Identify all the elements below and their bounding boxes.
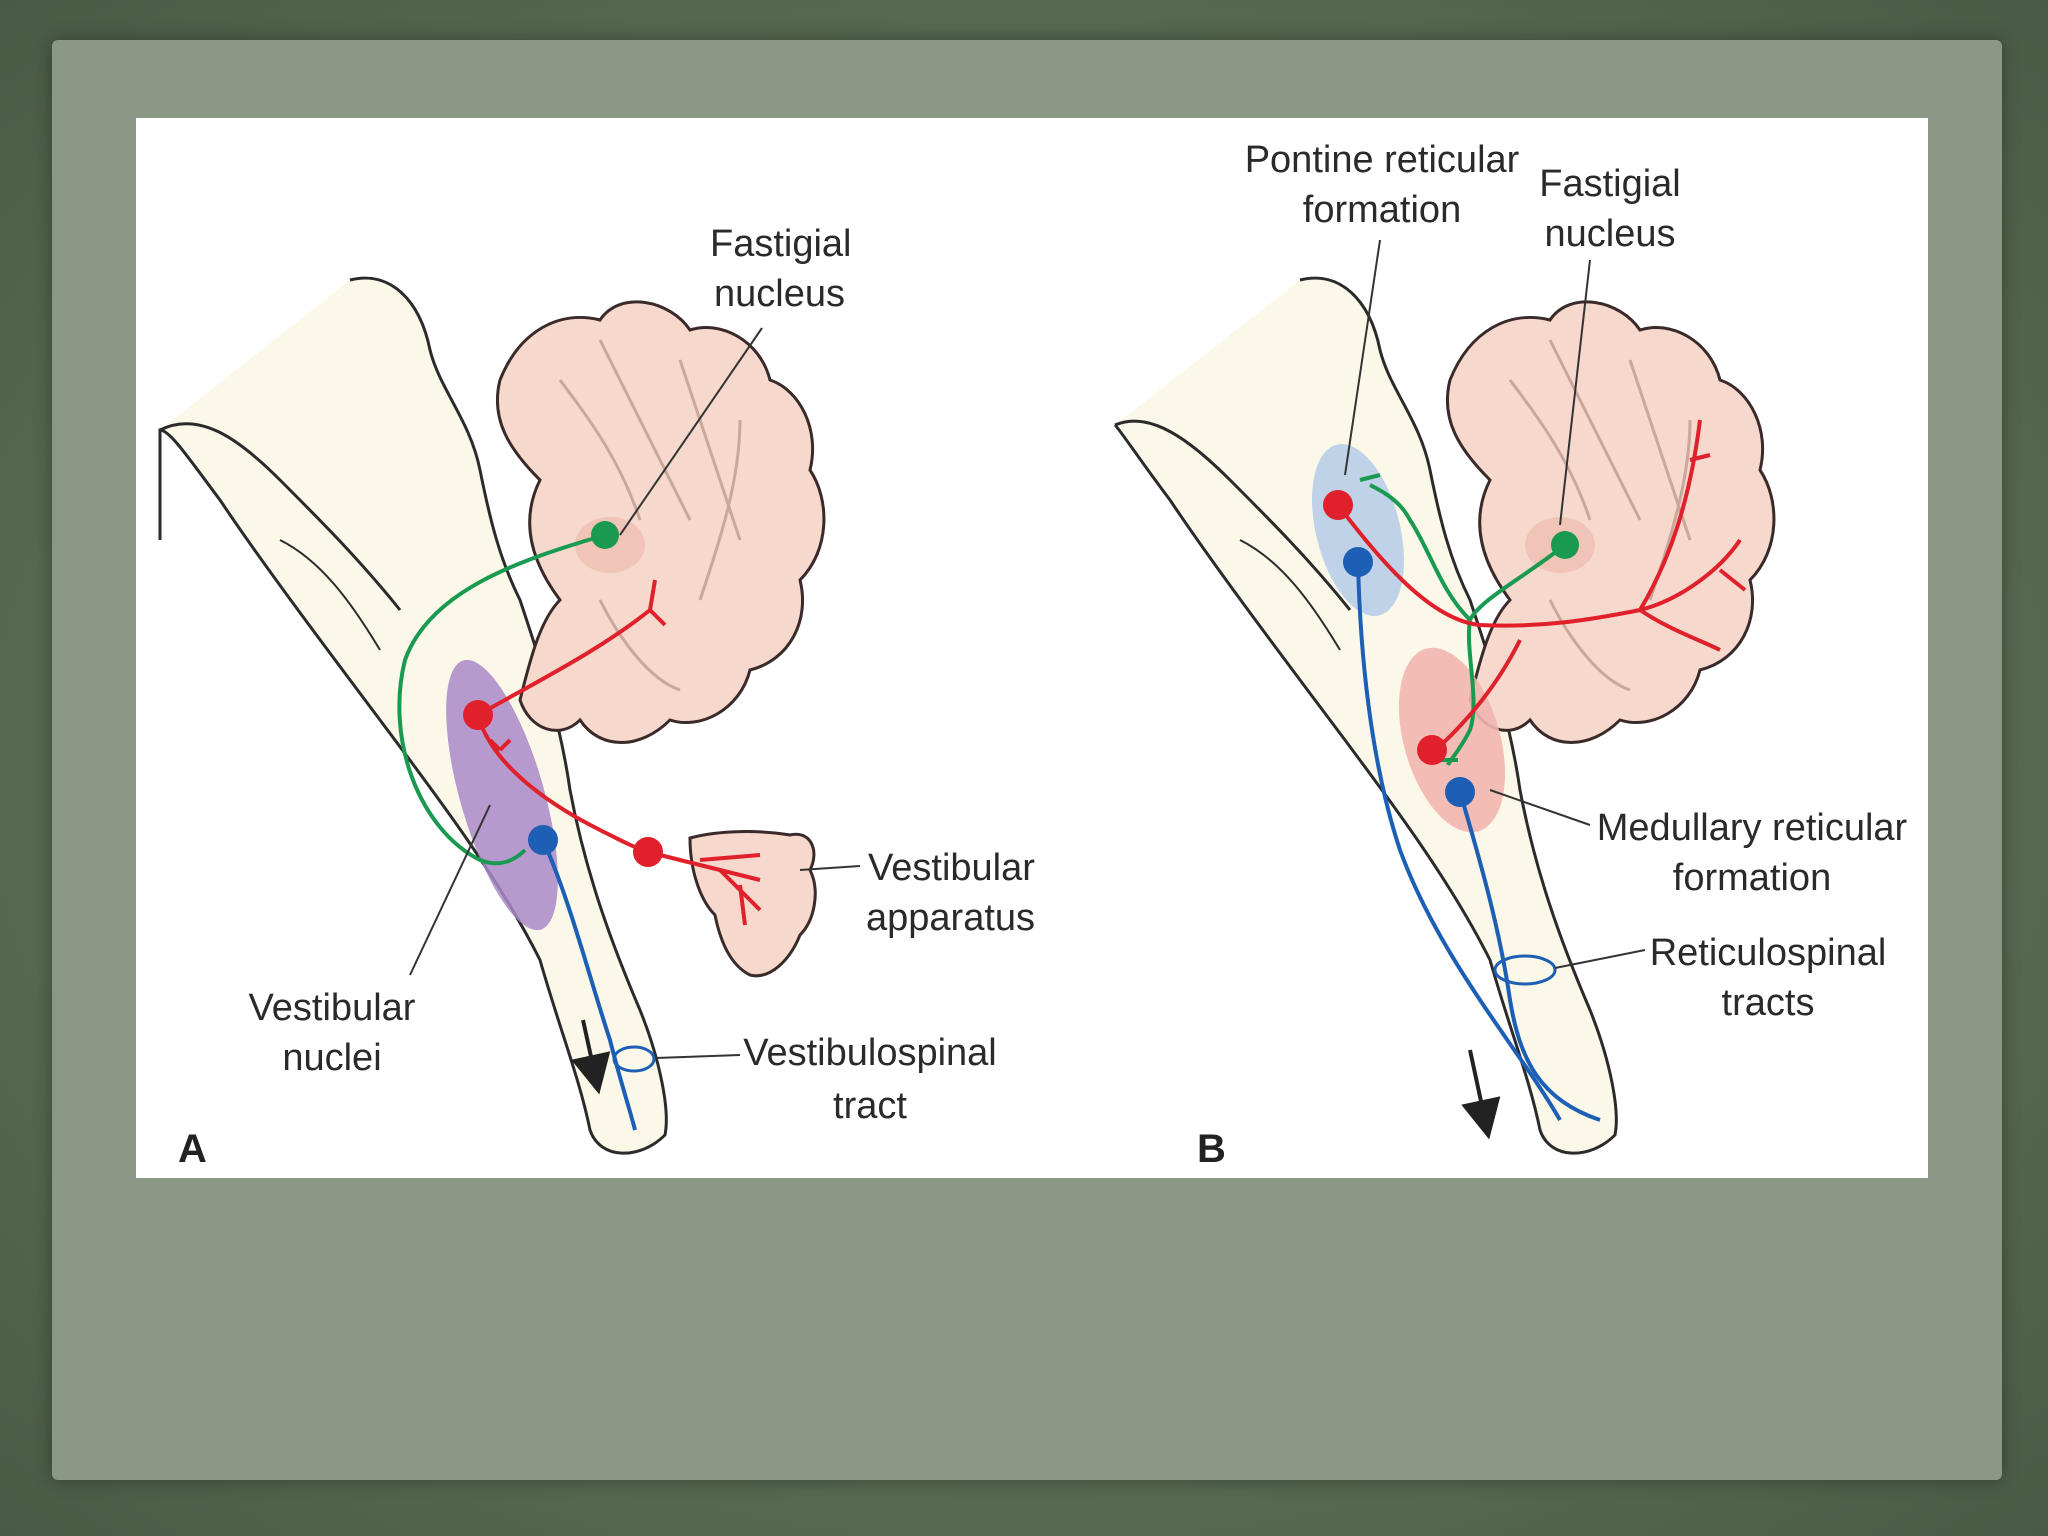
label-fastigial-b-2: nucleus bbox=[1545, 213, 1676, 255]
blue-neuron-b2 bbox=[1445, 777, 1475, 807]
blue-neuron-b1 bbox=[1343, 547, 1373, 577]
green-neuron-a bbox=[591, 521, 619, 549]
label-reticulospinal-2: tracts bbox=[1722, 982, 1815, 1024]
label-medullary-1: Medullary reticular bbox=[1597, 807, 1908, 849]
green-neuron-b bbox=[1551, 531, 1579, 559]
label-vestibular-nuclei-1: Vestibular bbox=[249, 987, 416, 1029]
label-fastigial-a-2: nucleus bbox=[714, 273, 845, 315]
label-vestibular-nuclei-2: nuclei bbox=[282, 1037, 381, 1079]
blue-neuron-a bbox=[528, 825, 558, 855]
label-medullary-2: formation bbox=[1673, 857, 1831, 899]
label-fastigial-b-1: Fastigial bbox=[1539, 163, 1681, 205]
cerebellum-b bbox=[1447, 302, 1774, 743]
label-vestibulospinal-1: Vestibulospinal bbox=[743, 1032, 997, 1074]
label-vestibular-apparatus-2: apparatus bbox=[866, 897, 1035, 939]
red-neuron-a2 bbox=[633, 837, 663, 867]
label-fastigial-a-1: Fastigial bbox=[710, 223, 852, 265]
label-vestibulospinal-2: tract bbox=[833, 1085, 907, 1127]
panel-a: Fastigial nucleus Vestibular apparatus V… bbox=[160, 223, 1035, 1171]
red-neuron-a1 bbox=[463, 700, 493, 730]
red-neuron-b1 bbox=[1323, 490, 1353, 520]
label-pontine-1: Pontine reticular bbox=[1245, 139, 1520, 181]
red-neuron-b2 bbox=[1417, 735, 1447, 765]
label-pontine-2: formation bbox=[1303, 189, 1461, 231]
panel-letter-a: A bbox=[178, 1127, 207, 1171]
label-vestibular-apparatus-1: Vestibular bbox=[868, 847, 1035, 889]
panel-b: Pontine reticular formation Fastigial nu… bbox=[1115, 139, 1908, 1171]
descending-arrow-b bbox=[1470, 1050, 1485, 1120]
label-reticulospinal-1: Reticulospinal bbox=[1650, 932, 1887, 974]
panel-letter-b: B bbox=[1197, 1127, 1226, 1171]
